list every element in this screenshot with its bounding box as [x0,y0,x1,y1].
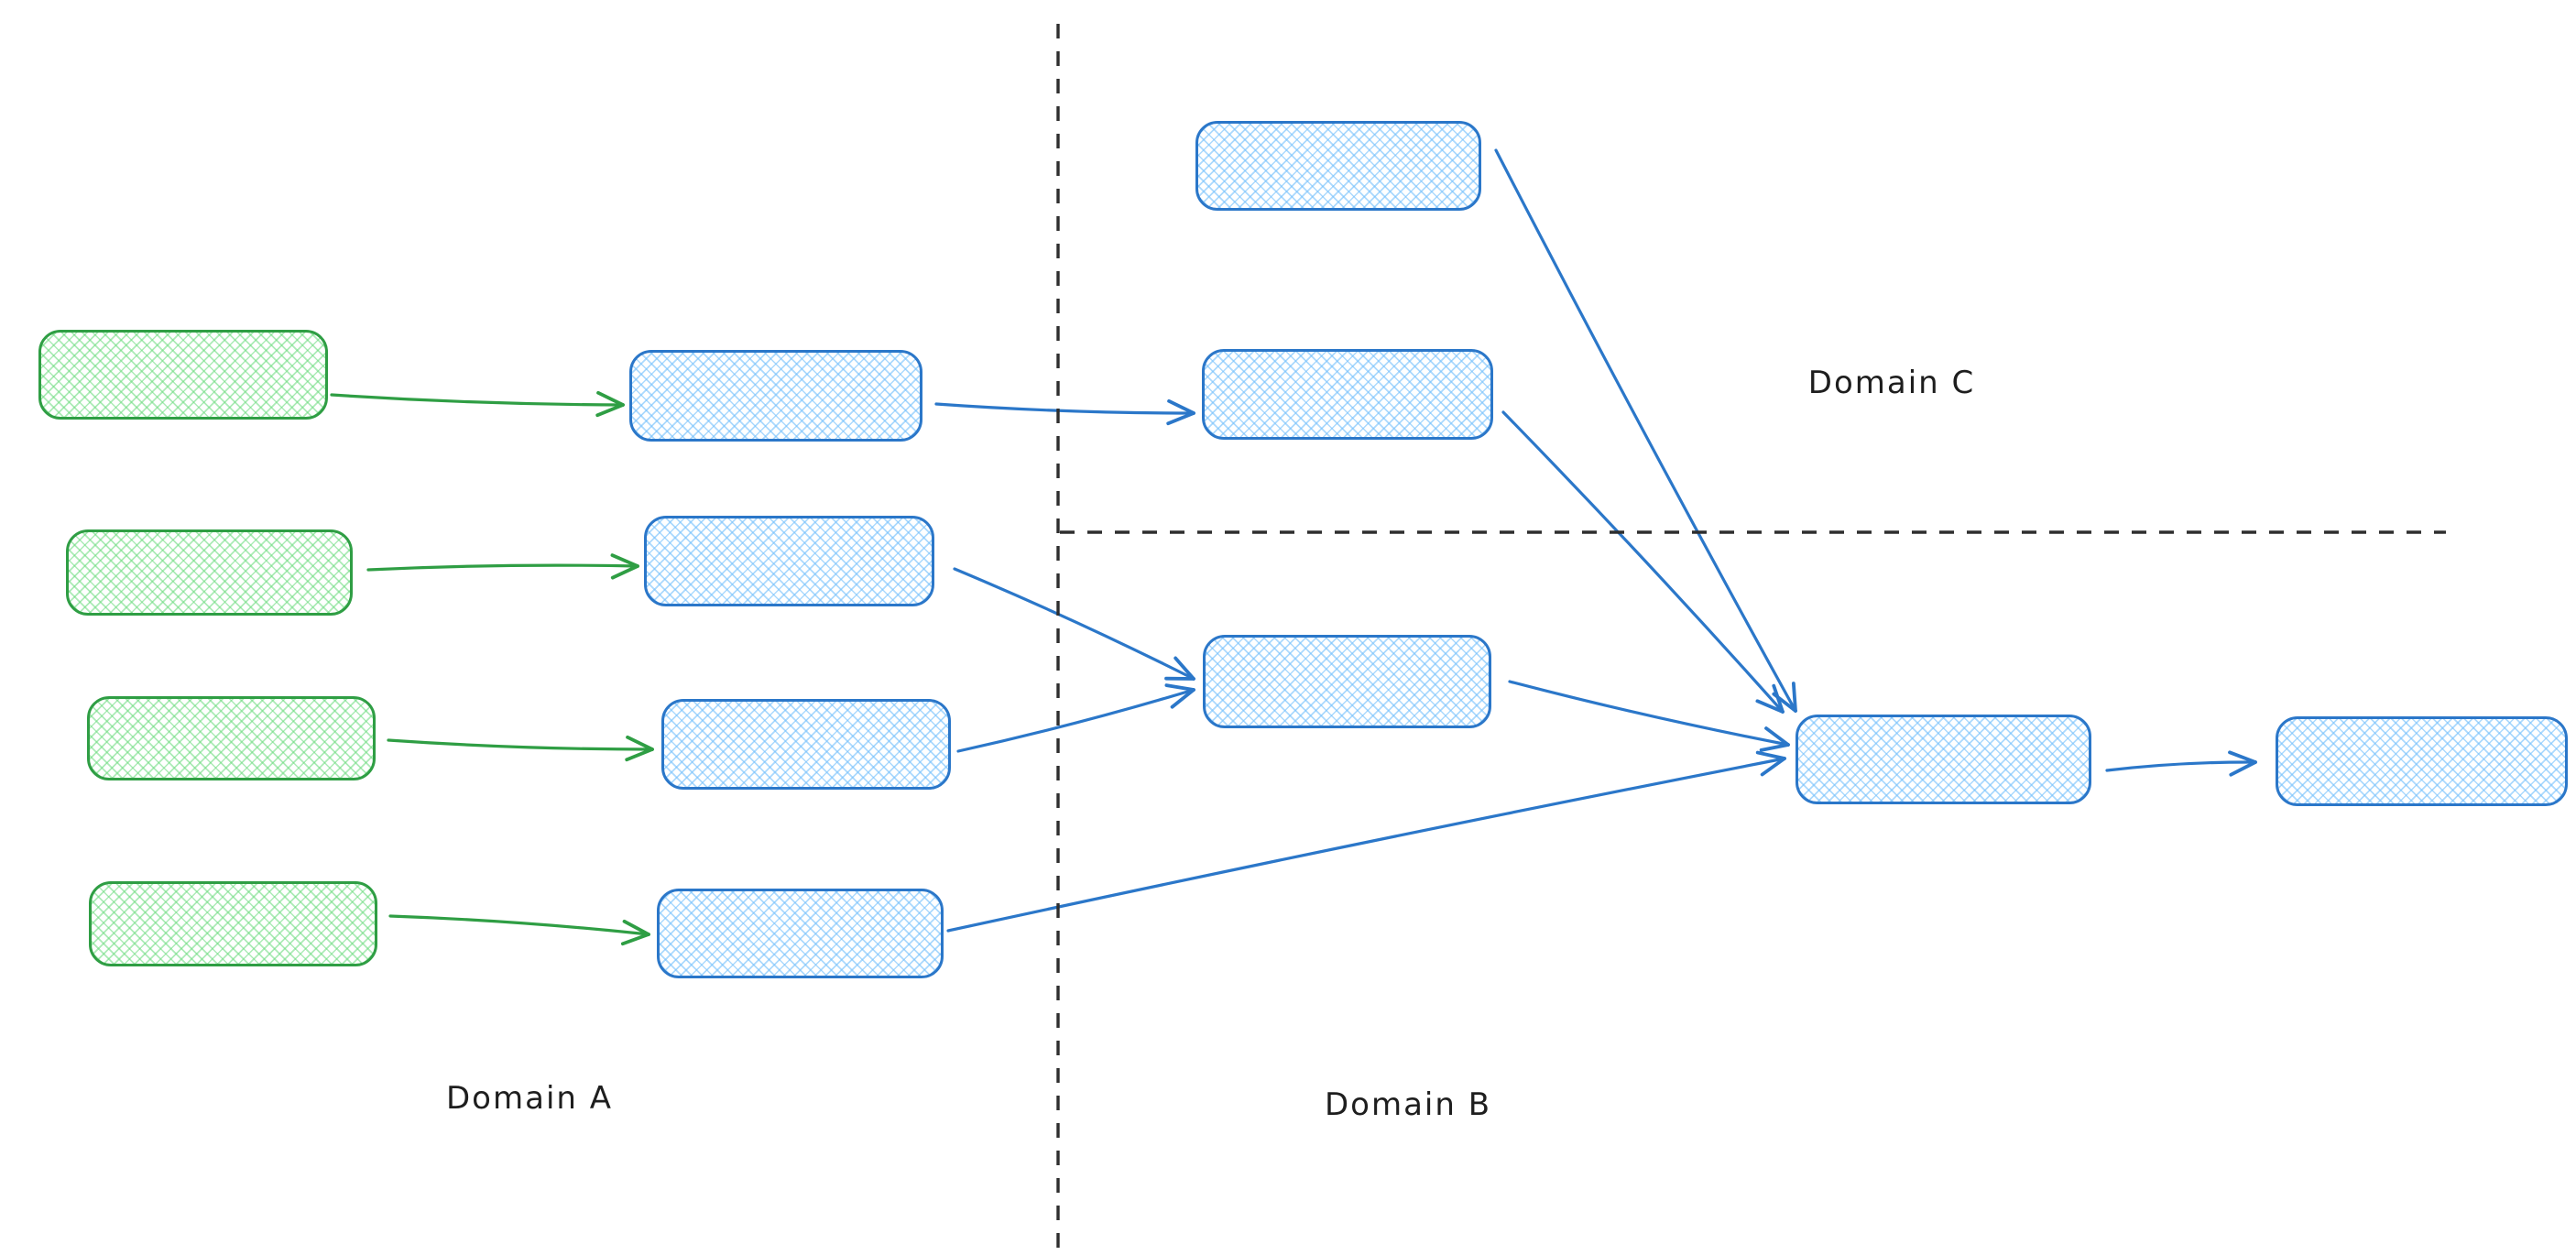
node-blue-a3 [661,699,951,790]
arrow-green2-to-bluea2 [366,553,639,580]
node-blue-a4 [657,889,944,978]
node-blue-c1 [1195,121,1481,211]
node-blue-b1 [1203,635,1491,728]
node-blue-b2 [1796,715,2091,804]
arrow-bluea4-to-blueb2 [946,750,1786,933]
node-green-4 [89,881,377,966]
node-green-3 [87,696,376,780]
arrow-bluea2-to-blueb1 [953,567,1195,681]
arrow-green1-to-bluea1 [330,390,625,418]
node-blue-b3 [2276,716,2568,806]
node-blue-a2 [644,516,934,606]
arrow-bluec2-to-blueb2 [1501,410,1785,714]
node-blue-a1 [629,350,922,442]
domain-a-label: Domain A [446,1080,613,1117]
arrow-blueb1-to-blueb2 [1508,680,1790,752]
arrow-bluec1-to-blueb2 [1494,148,1797,713]
domain-c-label: Domain C [1807,365,1976,401]
arrow-bluea3-to-blueb1 [956,683,1195,753]
domain-b-label: Domain B [1324,1086,1492,1123]
node-green-1 [38,330,328,420]
arrow-bluea1-to-bluec2 [934,398,1195,426]
arrow-blueb2-to-blueb3 [2105,750,2257,777]
arrow-green4-to-bluea4 [388,914,650,946]
node-blue-c2 [1202,349,1493,440]
node-green-2 [66,529,353,616]
arrow-green3-to-bluea3 [387,735,654,762]
